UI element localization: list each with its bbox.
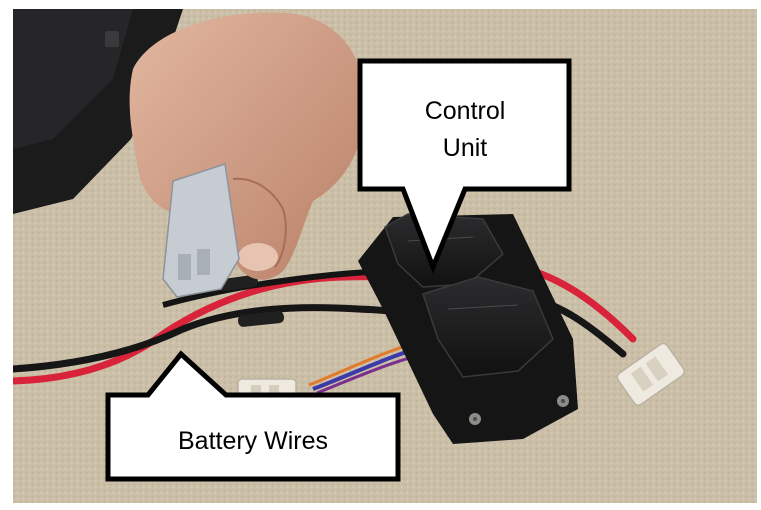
callout-battery-wires: Battery Wires [105,350,401,482]
callout-control-unit-line-1: Control [425,97,506,125]
white-connector-right [616,342,686,406]
callout-battery-wires-box [105,350,401,482]
photo: Control Unit Battery Wires [13,9,757,503]
callout-battery-wires-label: Battery Wires [178,427,328,455]
callout-control-unit-box [357,58,572,274]
black-wire [13,304,409,373]
callout-control-unit-line-2: Unit [443,134,488,162]
callout-control-unit: Control Unit [357,58,572,274]
gray-connector-in-hand [162,163,240,298]
photo-scene: Control Unit Battery Wires [13,9,757,503]
